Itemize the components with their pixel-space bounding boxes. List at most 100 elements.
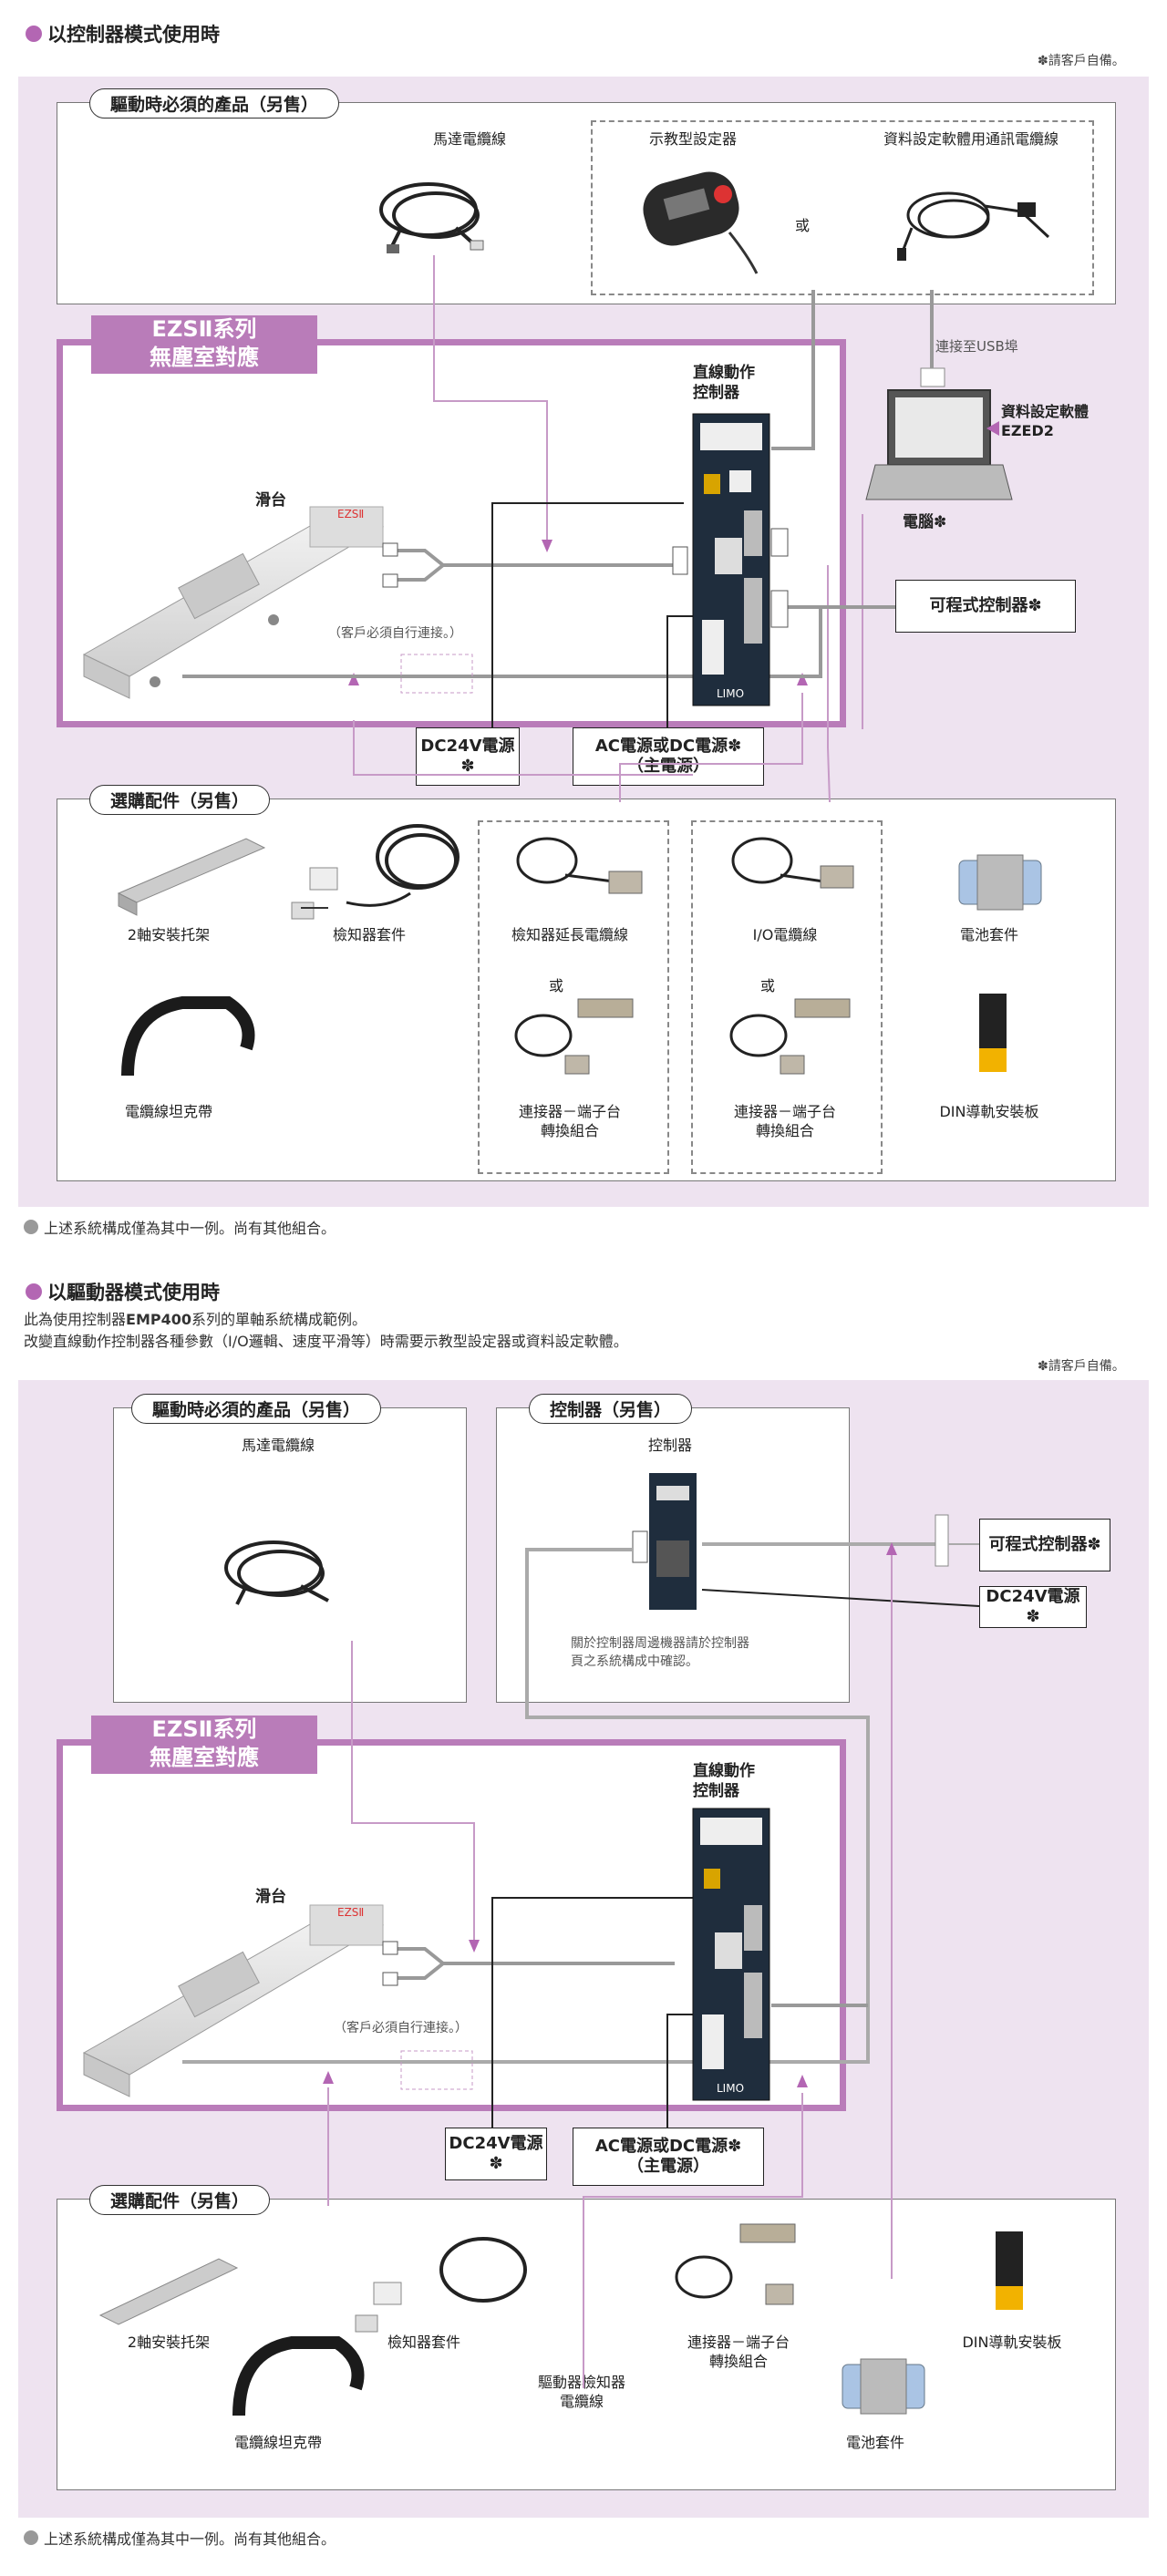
or-label-2: 或 (548, 977, 563, 994)
required-products-box-2 (113, 1407, 467, 1703)
bracket-label: 2軸安裝托架 (127, 926, 211, 943)
bullet-icon (26, 1283, 42, 1300)
battery-kit-icon-2 (842, 2358, 925, 2415)
self-supply-note-2: ✽請客戶自備。 (1038, 1359, 1125, 1374)
slider-actuator-icon: EZSⅡ (82, 506, 385, 699)
usb-converter-icon (1017, 202, 1036, 217)
slider-label-2: 滑台 (255, 1888, 286, 1906)
section1-title: 以控制器模式使用時 (26, 20, 220, 47)
arrow-icon (348, 673, 359, 685)
sensor-kit-icon-2 (355, 2237, 527, 2333)
io-cable-icon (731, 837, 854, 889)
usb-note: 連接至USB埠 (935, 338, 1018, 355)
required-products-label: 驅動時必須的產品（另售） (89, 88, 340, 118)
teaching-pendant-icon (643, 171, 759, 274)
slider-actuator-icon-2: EZSⅡ (82, 1904, 385, 2097)
customer-connect-note: （客戶必須自行連接。） (328, 626, 462, 641)
usb-data-cable-icon (901, 191, 1050, 252)
laptop-icon (865, 389, 1013, 500)
cable-tank-label: 電纜線坦克帶 (124, 1103, 212, 1120)
arrow-icon (469, 1940, 480, 1953)
cable-tank-icon (121, 996, 255, 1077)
sensor-ext-group (478, 820, 669, 1174)
dc24-wire (701, 1589, 980, 1607)
bracket-icon (117, 838, 266, 916)
terminal-conv-icon-2 (729, 998, 851, 1075)
controller-box-label: 控制器（另售） (529, 1394, 693, 1424)
driver-sensor-cable-label: 驅動器檢知器 電纜線 (537, 2374, 625, 2410)
sensor-cable-coil-icon (376, 824, 460, 890)
dc24-box: DC24V電源✽ (416, 727, 520, 786)
linear-controller-label-2: 直線動作 控制器 (693, 1762, 755, 1801)
or-label: 或 (794, 217, 810, 234)
controller-note: 關於控制器周邊機器請於控制器 頁之系統構成中確認。 (571, 1636, 749, 1669)
self-supply-note: ✽請客戶自備。 (1038, 54, 1125, 68)
data-cable-label: 資料設定軟體用通訊電纜線 (883, 130, 1059, 148)
plc-box: 可程式控制器✽ (895, 580, 1076, 633)
connector-icon (382, 1972, 398, 1986)
power-wires-1 (491, 502, 693, 727)
arrow-icon (886, 1542, 897, 1555)
connector-icon (935, 1514, 949, 1567)
connection-lines-2 (182, 1542, 935, 2064)
section2-title: 以驅動器模式使用時 (26, 1278, 220, 1305)
acdc-box: AC電源或DC電源✽ （主電源） (573, 727, 764, 786)
customer-connect-note-2: （客戶必須自行連接。） (334, 2021, 468, 2035)
bracket-icon-2 (98, 2258, 239, 2325)
slider-cables (182, 549, 895, 678)
terminal-conv-label-3: 連接器－端子台 轉換組合 (687, 2334, 790, 2370)
terminal-conv-label-1: 連接器－端子台 轉換組合 (518, 1103, 621, 1139)
connection-lines-1 (771, 290, 934, 450)
terminal-conv-icon-3 (675, 2223, 796, 2305)
io-cable-label: I/O電纜線 (752, 926, 818, 943)
connector-icon (382, 1941, 398, 1955)
bracket-label-2: 2軸安裝托架 (127, 2334, 211, 2351)
dc24-box-2: DC24V電源✽ (445, 2128, 547, 2180)
or-label-3: 或 (759, 977, 775, 994)
options-label: 選購配件（另售） (89, 785, 271, 815)
connector-icon (382, 542, 398, 557)
slider-cables-2 (398, 1947, 868, 2007)
teaching-pendant-label: 示教型設定器 (648, 130, 737, 148)
footnote-2: 上述系統構成僅為其中一例。尚有其他組合。 (24, 2527, 336, 2549)
section2-desc2: 改變直線動作控制器各種參數（I/O邏輯、速度平滑等）時需要示教型設定器或資料設定… (24, 1333, 628, 1350)
setting-tools-group (591, 120, 1094, 295)
usb-plug-icon (920, 367, 945, 387)
motor-cable-icon-2 (224, 1540, 329, 1605)
sensor-ext-cable-label: 檢知器延長電纜線 (511, 926, 628, 943)
din-plate-label: DIN導軌安裝板 (939, 1103, 1039, 1120)
options-label-2: 選購配件（另售） (89, 2185, 271, 2215)
connector-icon (672, 546, 688, 575)
acdc-box-2: AC電源或DC電源✽ （主電源） (573, 2128, 764, 2186)
connector-icon (387, 244, 399, 253)
din-plate-icon-2 (996, 2231, 1023, 2310)
options-box (57, 799, 1116, 1181)
pc-label: 電腦✽ (903, 513, 947, 531)
customer-connection-area-2 (400, 2050, 473, 2090)
bullet-icon (24, 1220, 38, 1234)
motor-cable-label: 馬達電纜線 (432, 130, 506, 148)
power-wires-2 (491, 1897, 693, 2128)
options-box-2 (57, 2199, 1116, 2490)
controller-item-label: 控制器 (647, 1437, 692, 1454)
purple-guide-lines-1 (353, 255, 863, 803)
connector-icon (770, 528, 789, 557)
arrow-icon (797, 2075, 808, 2087)
slider-label: 滑台 (255, 491, 286, 510)
linear-controller-icon-2: LIMO (692, 1808, 770, 2101)
arrow-icon (797, 673, 808, 685)
battery-kit-icon (958, 854, 1042, 911)
terminal-conv-icon-1 (514, 998, 634, 1075)
purple-guide-lines-2 (327, 1550, 893, 2388)
plc-box-2: 可程式控制器✽ (979, 1519, 1110, 1571)
din-plate-label-2: DIN導軌安裝板 (962, 2334, 1062, 2351)
din-plate-icon (979, 994, 1007, 1072)
arrow-icon (542, 540, 553, 552)
sensor-kit-label-2: 檢知器套件 (387, 2334, 460, 2351)
footnote-1: 上述系統構成僅為其中一例。尚有其他組合。 (24, 1216, 336, 1238)
linear-controller-label: 直線動作 控制器 (693, 364, 755, 403)
required-products-label-2: 驅動時必須的產品（另售） (131, 1394, 382, 1424)
cable-tank-icon-2 (232, 2336, 365, 2416)
bullet-icon (24, 2530, 38, 2545)
